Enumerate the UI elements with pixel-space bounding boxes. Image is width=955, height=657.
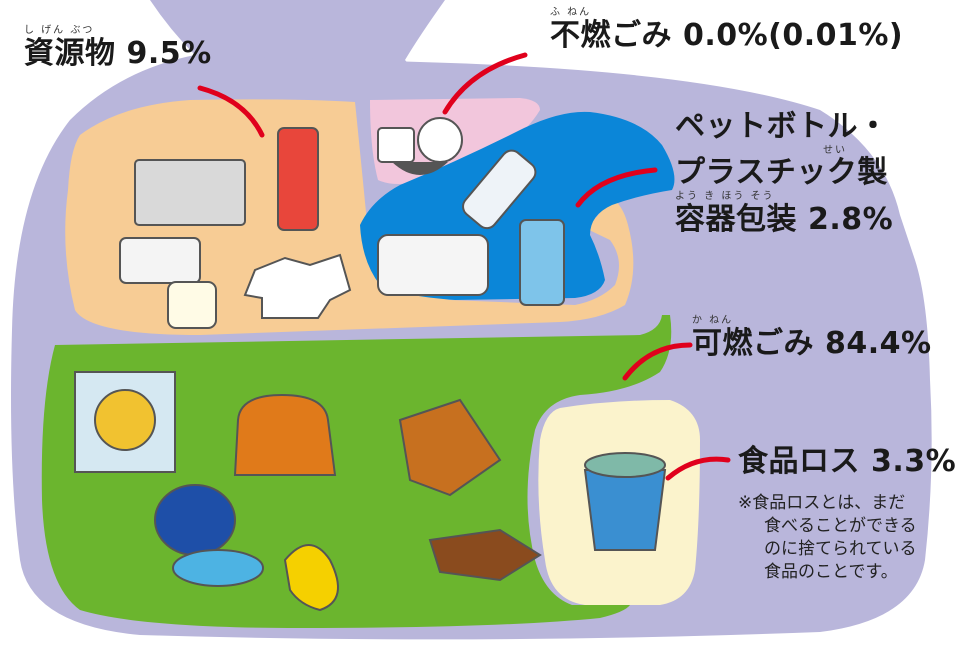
label-pet-plastic: ペットボトル・ せい プラスチック製 よう き ほう そう 容器包装 2.8% <box>675 112 893 235</box>
bucket-icon <box>154 484 236 556</box>
jam-jar-icon <box>167 281 217 329</box>
ruby-resources: し げん ぶつ <box>24 25 95 36</box>
trash-can-icon <box>583 469 667 551</box>
label-pet-line2: プラスチック製 <box>675 155 888 190</box>
label-burnable-text: 可燃ごみ 84.4% <box>692 326 932 361</box>
label-foodloss-text: 食品ロス 3.3% <box>738 444 955 479</box>
note-line-1: ※食品ロスとは、まだ <box>738 493 906 513</box>
pump-bottle-icon <box>519 219 565 306</box>
milk-carton-icon <box>119 237 201 284</box>
cd-icon <box>94 389 156 451</box>
ruby-burnable: か ねん <box>692 315 734 326</box>
nonburnable-items <box>377 117 463 175</box>
leader-line-burnable <box>622 342 693 381</box>
foodloss-items <box>583 452 667 551</box>
foodloss-note: ※食品ロスとは、まだ 食べることができる のに捨てられている 食品のことです。 <box>738 492 917 584</box>
pet-bottle-icon <box>462 149 537 230</box>
ruby-nonburnable: ふ ねん <box>550 7 592 18</box>
label-foodloss: 食品ロス 3.3% <box>738 447 955 477</box>
leaves-icon <box>398 398 502 497</box>
cup-icon <box>377 127 415 163</box>
leader-lines <box>197 52 731 481</box>
ruby-pet-sei: せい <box>823 145 847 156</box>
shoes-icon <box>428 528 542 582</box>
food-waste-icon <box>584 452 666 478</box>
note-line-2: 食べることができる <box>764 515 917 536</box>
leader-line-nonburnable <box>442 52 528 115</box>
label-burnable: か ねん 可燃ごみ 84.4% <box>692 316 932 359</box>
leader-line-pet <box>575 167 658 208</box>
basin-icon <box>172 549 264 587</box>
handbag-icon <box>233 393 337 476</box>
ruby-pet-line3: よう き ほう そう <box>675 191 775 202</box>
food-container-icon <box>377 234 489 296</box>
plate-icon <box>417 117 463 163</box>
resources-area <box>65 99 634 335</box>
label-resources: し げん ぶつ 資源物 9.5% <box>24 26 212 69</box>
leader-line-foodloss <box>665 456 731 481</box>
resources-items <box>119 127 352 329</box>
label-nonburnable-text: 不燃ごみ 0.0%(0.01%) <box>550 18 904 53</box>
cd-case-icon <box>74 371 176 473</box>
shirt-icon <box>243 253 352 319</box>
note-line-3: のに捨てられている <box>764 538 917 559</box>
label-nonburnable: ふ ねん 不燃ごみ 0.0%(0.01%) <box>550 8 903 51</box>
label-resources-text: 資源物 9.5% <box>24 36 212 71</box>
pet-items <box>377 149 565 306</box>
note-line-4: 食品のことです。 <box>764 561 898 582</box>
newspaper-bundle-icon <box>134 159 246 226</box>
label-pet-line1: ペットボトル・ <box>675 109 889 144</box>
burnable-items <box>74 371 542 612</box>
leader-line-resources <box>197 85 265 138</box>
spray-can-icon <box>277 127 319 231</box>
banana-peel-icon <box>283 544 339 612</box>
label-pet-line3: 容器包装 2.8% <box>675 202 894 237</box>
bowl-icon <box>392 162 448 175</box>
